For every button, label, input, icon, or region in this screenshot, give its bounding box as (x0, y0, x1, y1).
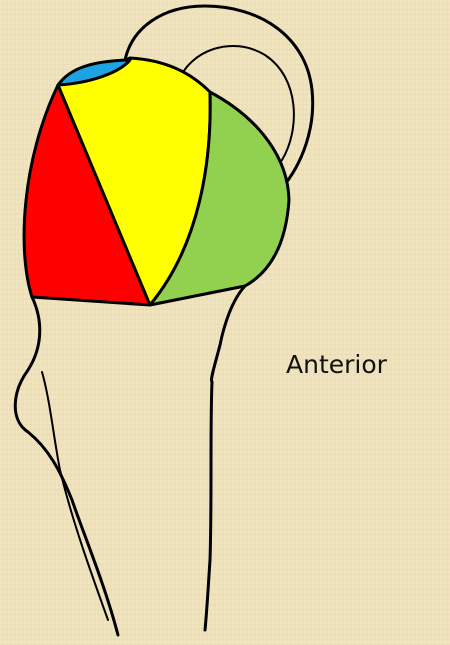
anterior-label: Anterior (286, 350, 387, 379)
shaft-right-outline (205, 382, 212, 630)
shaft-left-outline (15, 297, 118, 635)
lesser-trochanter-line (42, 372, 108, 620)
neck-right-outline (211, 286, 245, 382)
